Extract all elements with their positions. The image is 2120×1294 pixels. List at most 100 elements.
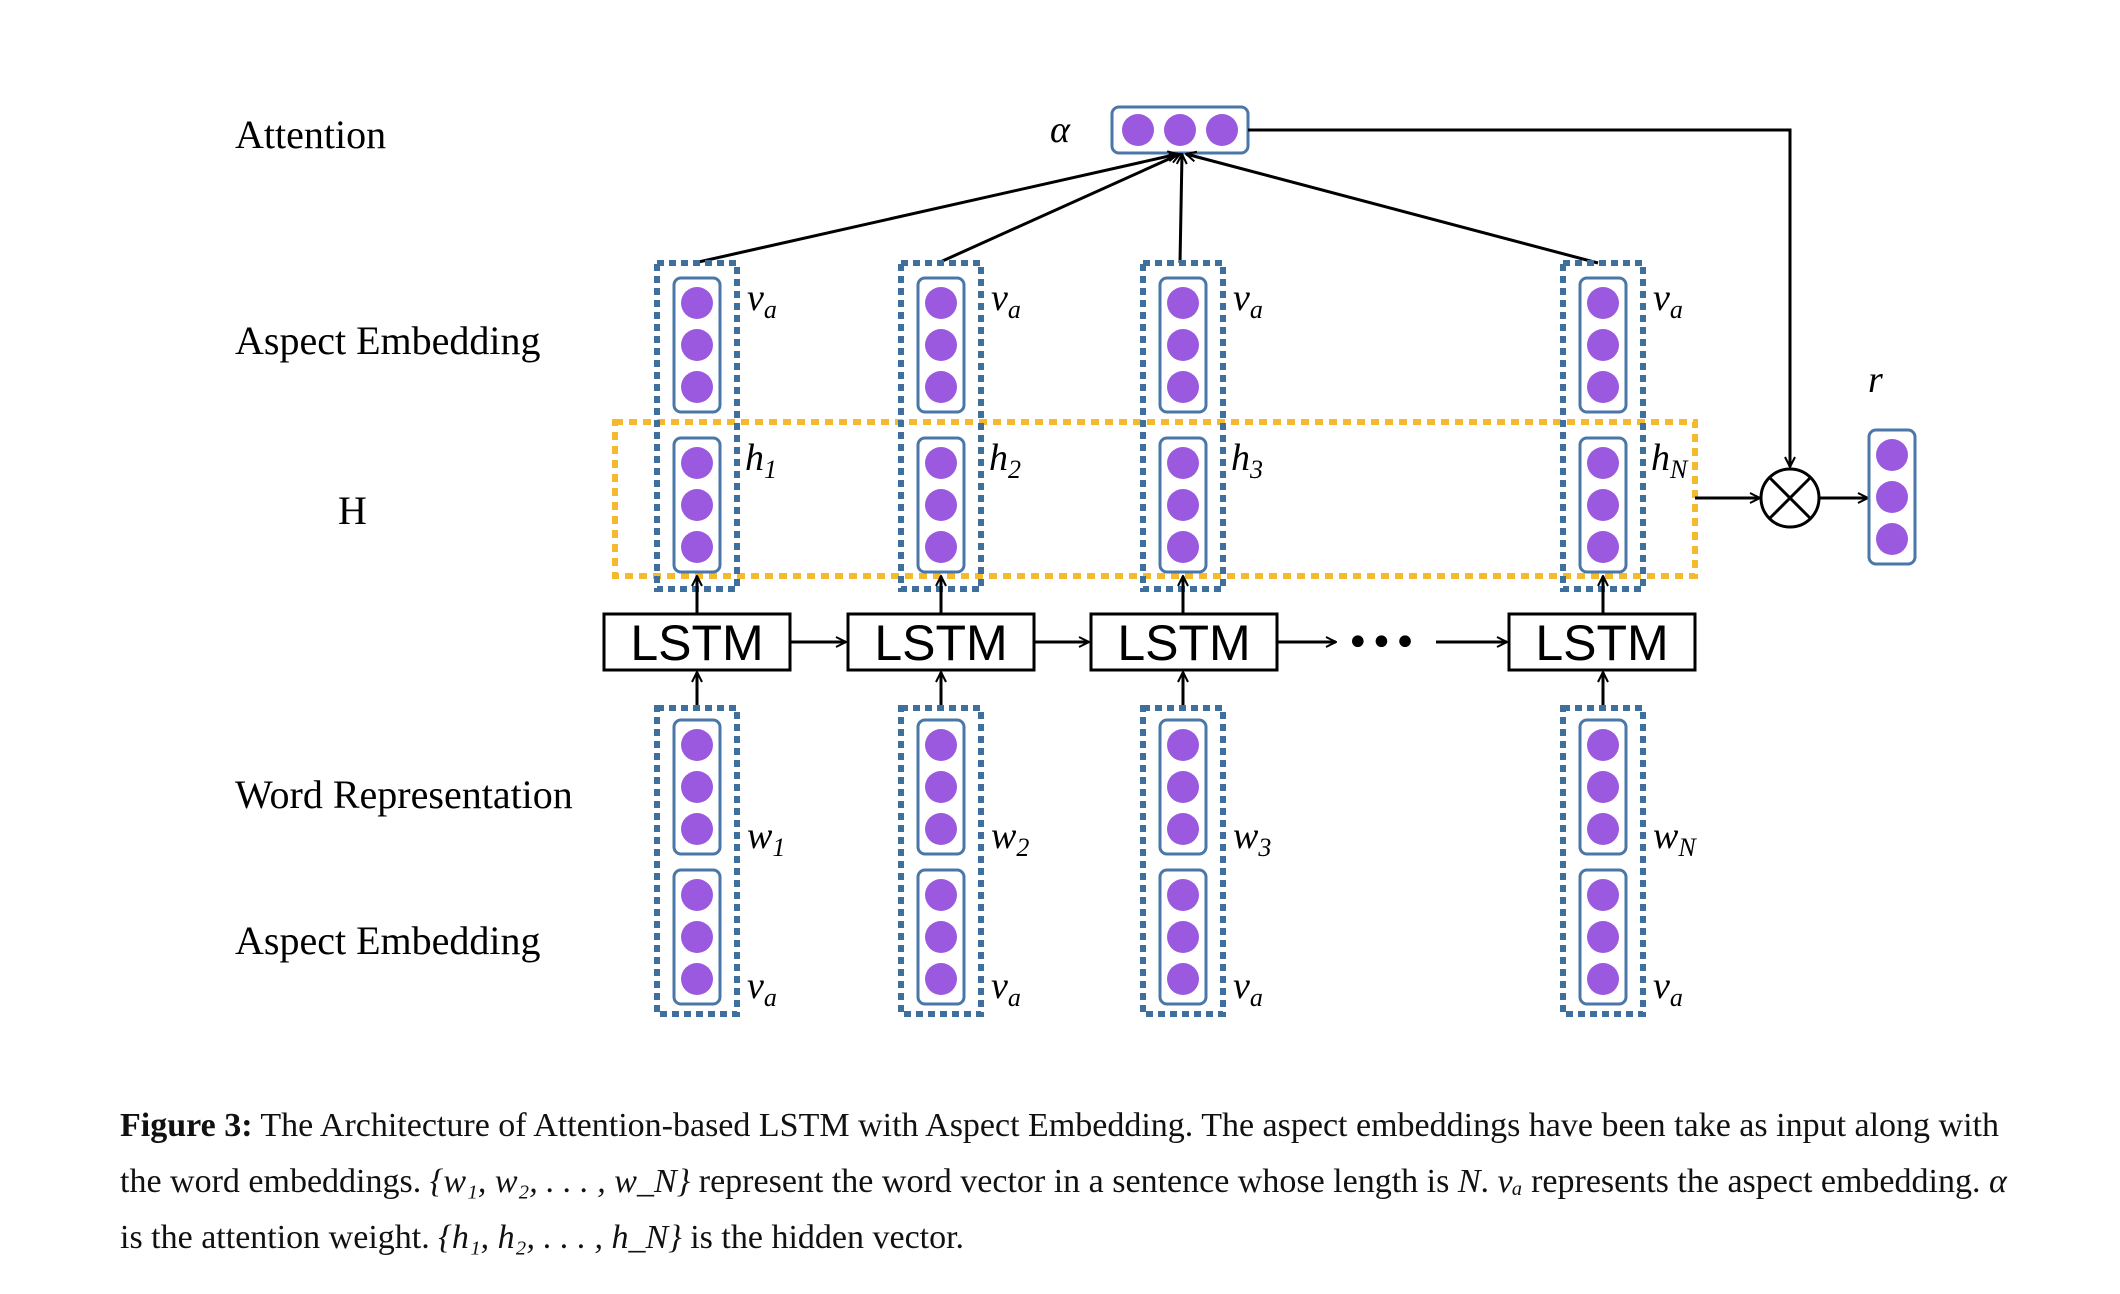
aspect-label: va bbox=[1653, 965, 1683, 1012]
vector-dot bbox=[1167, 771, 1199, 803]
vector-dot bbox=[1587, 489, 1619, 521]
vector-dot bbox=[1587, 921, 1619, 953]
caption-text: represents the aspect embedding. bbox=[1522, 1163, 1989, 1200]
vector-dot bbox=[925, 489, 957, 521]
lstm-cell: LSTM bbox=[602, 612, 792, 672]
vector-dot bbox=[1164, 114, 1196, 146]
vector-dot bbox=[681, 447, 713, 479]
hidden-label: h2 bbox=[989, 437, 1021, 484]
aspect-label: va bbox=[1653, 277, 1683, 324]
svg-text:LSTM: LSTM bbox=[630, 615, 763, 671]
caption-text: is the attention weight. bbox=[120, 1219, 439, 1256]
lower-group-box bbox=[898, 705, 984, 1017]
vector-dot bbox=[925, 531, 957, 563]
vector-dot bbox=[925, 329, 957, 361]
vector-dot bbox=[1167, 531, 1199, 563]
vector-dot bbox=[925, 813, 957, 845]
row-label-aspect-embedding-top: Aspect Embedding bbox=[235, 318, 541, 363]
aspect-label: va bbox=[1233, 965, 1263, 1012]
word-label: w2 bbox=[991, 815, 1029, 862]
caption-math: {w₁, w₂, . . . , w_N} bbox=[429, 1163, 691, 1200]
attention-arrow bbox=[1180, 154, 1182, 264]
word-vector bbox=[1158, 718, 1208, 856]
word-vector bbox=[1578, 718, 1628, 856]
vector-dot bbox=[681, 287, 713, 319]
vector-dot bbox=[925, 921, 957, 953]
attention-vector bbox=[1110, 105, 1250, 155]
hidden-label: h3 bbox=[1231, 437, 1263, 484]
hidden-state-vector bbox=[1158, 436, 1208, 574]
aspect-embedding-vector bbox=[1158, 276, 1208, 414]
caption-math: N bbox=[1457, 1163, 1481, 1200]
sequence-ellipsis: ••• bbox=[1346, 620, 1417, 666]
vector-dot bbox=[1167, 729, 1199, 761]
attention-arrow bbox=[1186, 154, 1599, 265]
vector-dot bbox=[681, 813, 713, 845]
vector-dot bbox=[1876, 439, 1908, 471]
vector-dot bbox=[1587, 771, 1619, 803]
aspect-embedding-vector bbox=[916, 868, 966, 1006]
lstm-columns: vah1LSTMw1vavah2LSTMw2vavah3LSTMw3vavahN… bbox=[602, 260, 1697, 1017]
architecture-diagram: Attention Aspect Embedding H Word Repres… bbox=[235, 105, 1917, 1017]
vector-dot bbox=[1167, 921, 1199, 953]
svg-text:LSTM: LSTM bbox=[874, 615, 1007, 671]
alpha-label: α bbox=[1050, 109, 1071, 151]
lower-group-box bbox=[1560, 705, 1646, 1017]
word-vector bbox=[916, 718, 966, 856]
caption-math: α bbox=[1988, 1163, 2007, 1200]
vector-dot bbox=[1876, 523, 1908, 555]
aspect-label: va bbox=[1233, 277, 1263, 324]
caption-math: {h₁, h₂, . . . , h_N} bbox=[438, 1219, 682, 1256]
vector-dot bbox=[681, 489, 713, 521]
vector-dot bbox=[1167, 489, 1199, 521]
vector-dot bbox=[925, 371, 957, 403]
vector-dot bbox=[681, 771, 713, 803]
word-label: w3 bbox=[1233, 815, 1271, 862]
lstm-cell: LSTM bbox=[1089, 612, 1279, 672]
attention-arrow bbox=[693, 154, 1178, 265]
vector-dot bbox=[1587, 729, 1619, 761]
aspect-embedding-vector bbox=[1158, 868, 1208, 1006]
hidden-state-vector bbox=[1578, 436, 1628, 574]
vector-dot bbox=[925, 729, 957, 761]
svg-text:LSTM: LSTM bbox=[1535, 615, 1668, 671]
attention-arrow bbox=[937, 154, 1180, 265]
lstm-cell: LSTM bbox=[846, 612, 1036, 672]
vector-dot bbox=[1206, 114, 1238, 146]
vector-dot bbox=[681, 729, 713, 761]
vector-dot bbox=[681, 963, 713, 995]
vector-dot bbox=[925, 287, 957, 319]
caption-text: is the hidden vector. bbox=[681, 1219, 965, 1256]
word-label: wN bbox=[1653, 815, 1697, 862]
word-label: w1 bbox=[747, 815, 785, 862]
word-vector bbox=[672, 718, 722, 856]
hidden-states-box bbox=[612, 419, 1698, 579]
lstm-cell: LSTM bbox=[1507, 612, 1697, 672]
vector-dot bbox=[925, 447, 957, 479]
vector-dot bbox=[1167, 963, 1199, 995]
row-label-attention: Attention bbox=[235, 112, 386, 157]
caption-label: Figure 3: bbox=[120, 1107, 253, 1144]
aspect-label: va bbox=[991, 277, 1021, 324]
vector-dot bbox=[1876, 481, 1908, 513]
caption-math: vₐ bbox=[1497, 1163, 1523, 1200]
vector-dot bbox=[1587, 963, 1619, 995]
hidden-label: hN bbox=[1651, 437, 1689, 484]
figure-caption: Figure 3: The Architecture of Attention-… bbox=[120, 1098, 2025, 1266]
vector-dot bbox=[1587, 447, 1619, 479]
lower-group-box bbox=[654, 705, 740, 1017]
vector-dot bbox=[681, 921, 713, 953]
aspect-label: va bbox=[747, 965, 777, 1012]
hidden-state-vector bbox=[672, 436, 722, 574]
vector-dot bbox=[1167, 329, 1199, 361]
output-vector bbox=[1867, 428, 1917, 566]
lower-group-box bbox=[1140, 705, 1226, 1017]
aspect-embedding-vector bbox=[916, 276, 966, 414]
multiply-operator bbox=[1759, 467, 1821, 529]
column-4: va hN LSTM wN va bbox=[1507, 260, 1697, 1017]
row-label-hidden: H bbox=[338, 488, 367, 533]
vector-dot bbox=[1587, 531, 1619, 563]
